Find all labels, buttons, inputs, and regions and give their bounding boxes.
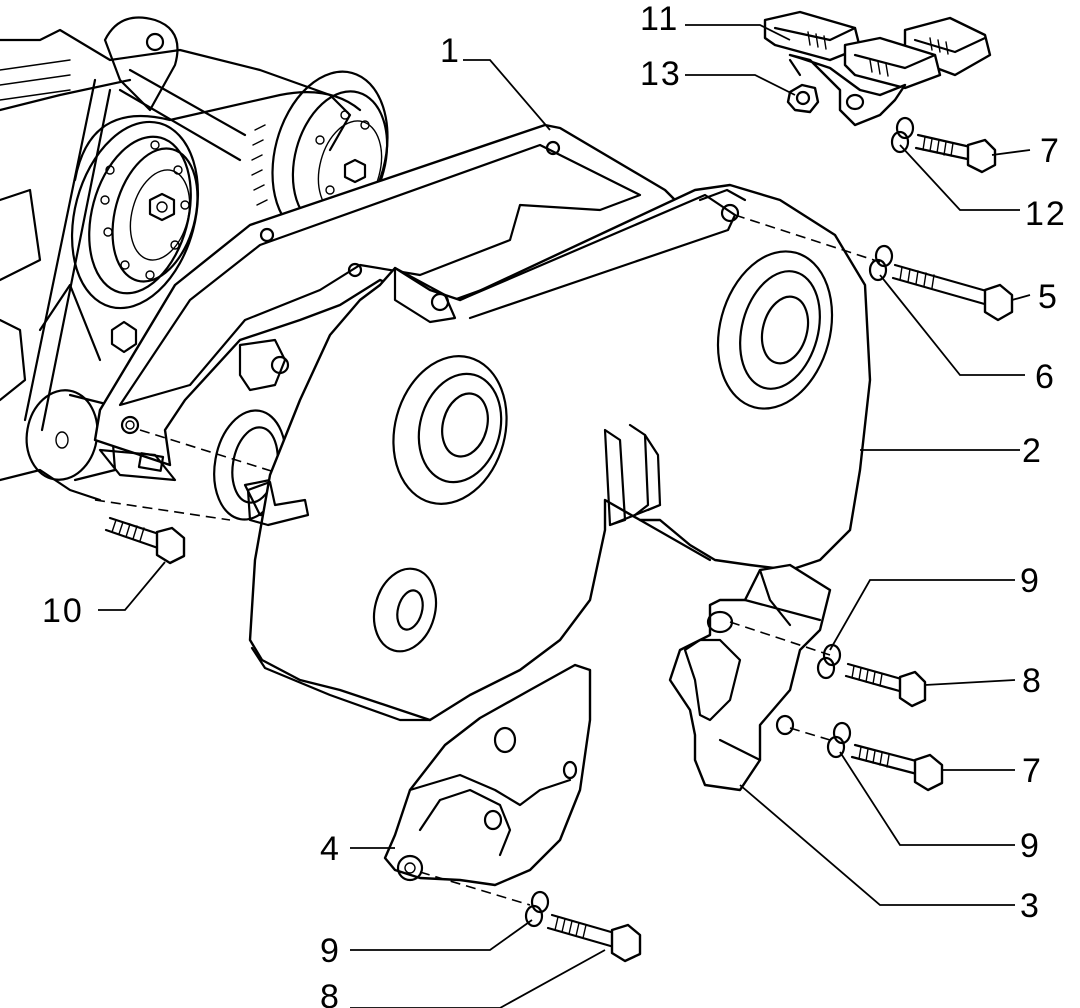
callout-12: 12 (1025, 195, 1067, 233)
callout-8-lower: 8 (320, 978, 341, 1008)
rear-timing-cover-plate (93, 123, 692, 521)
crankshaft-pulley-cover (383, 663, 592, 906)
callout-10: 10 (42, 592, 84, 630)
bolt-8-upper (844, 662, 927, 708)
callout-8-upper: 8 (1022, 662, 1043, 700)
callout-2: 2 (1022, 432, 1043, 470)
lower-timing-cover (668, 563, 832, 792)
washer-9-middle (826, 721, 852, 759)
bolt-10 (104, 516, 186, 565)
callout-5: 5 (1038, 278, 1059, 316)
callout-9-upper: 9 (1020, 562, 1041, 600)
bolt-7-lower (850, 743, 944, 792)
washer-9-lower (524, 890, 550, 928)
callout-13: 13 (640, 55, 682, 93)
callout-9-middle: 9 (1020, 827, 1041, 865)
callout-3: 3 (1020, 887, 1041, 925)
washer-12 (890, 116, 915, 154)
nut (786, 83, 820, 114)
callout-11: 11 (640, 0, 679, 38)
callout-6: 6 (1035, 358, 1056, 396)
washer-6 (868, 244, 894, 282)
leader-lines (98, 24, 1031, 1008)
bolt-8-lower (546, 913, 642, 963)
callout-7-upper: 7 (1040, 132, 1061, 170)
callout-1: 1 (440, 32, 461, 70)
washer-9-upper (816, 643, 842, 680)
connector-bracket (763, 10, 992, 127)
bolt-7-upper (914, 133, 997, 174)
callout-4: 4 (320, 830, 341, 868)
callout-7-lower: 7 (1022, 752, 1043, 790)
callout-9-lower: 9 (320, 932, 341, 970)
callout-labels: 1 2 3 4 5 6 7 7 8 8 9 9 9 10 11 12 13 (42, 0, 1067, 1008)
bolt-5 (891, 263, 1014, 322)
